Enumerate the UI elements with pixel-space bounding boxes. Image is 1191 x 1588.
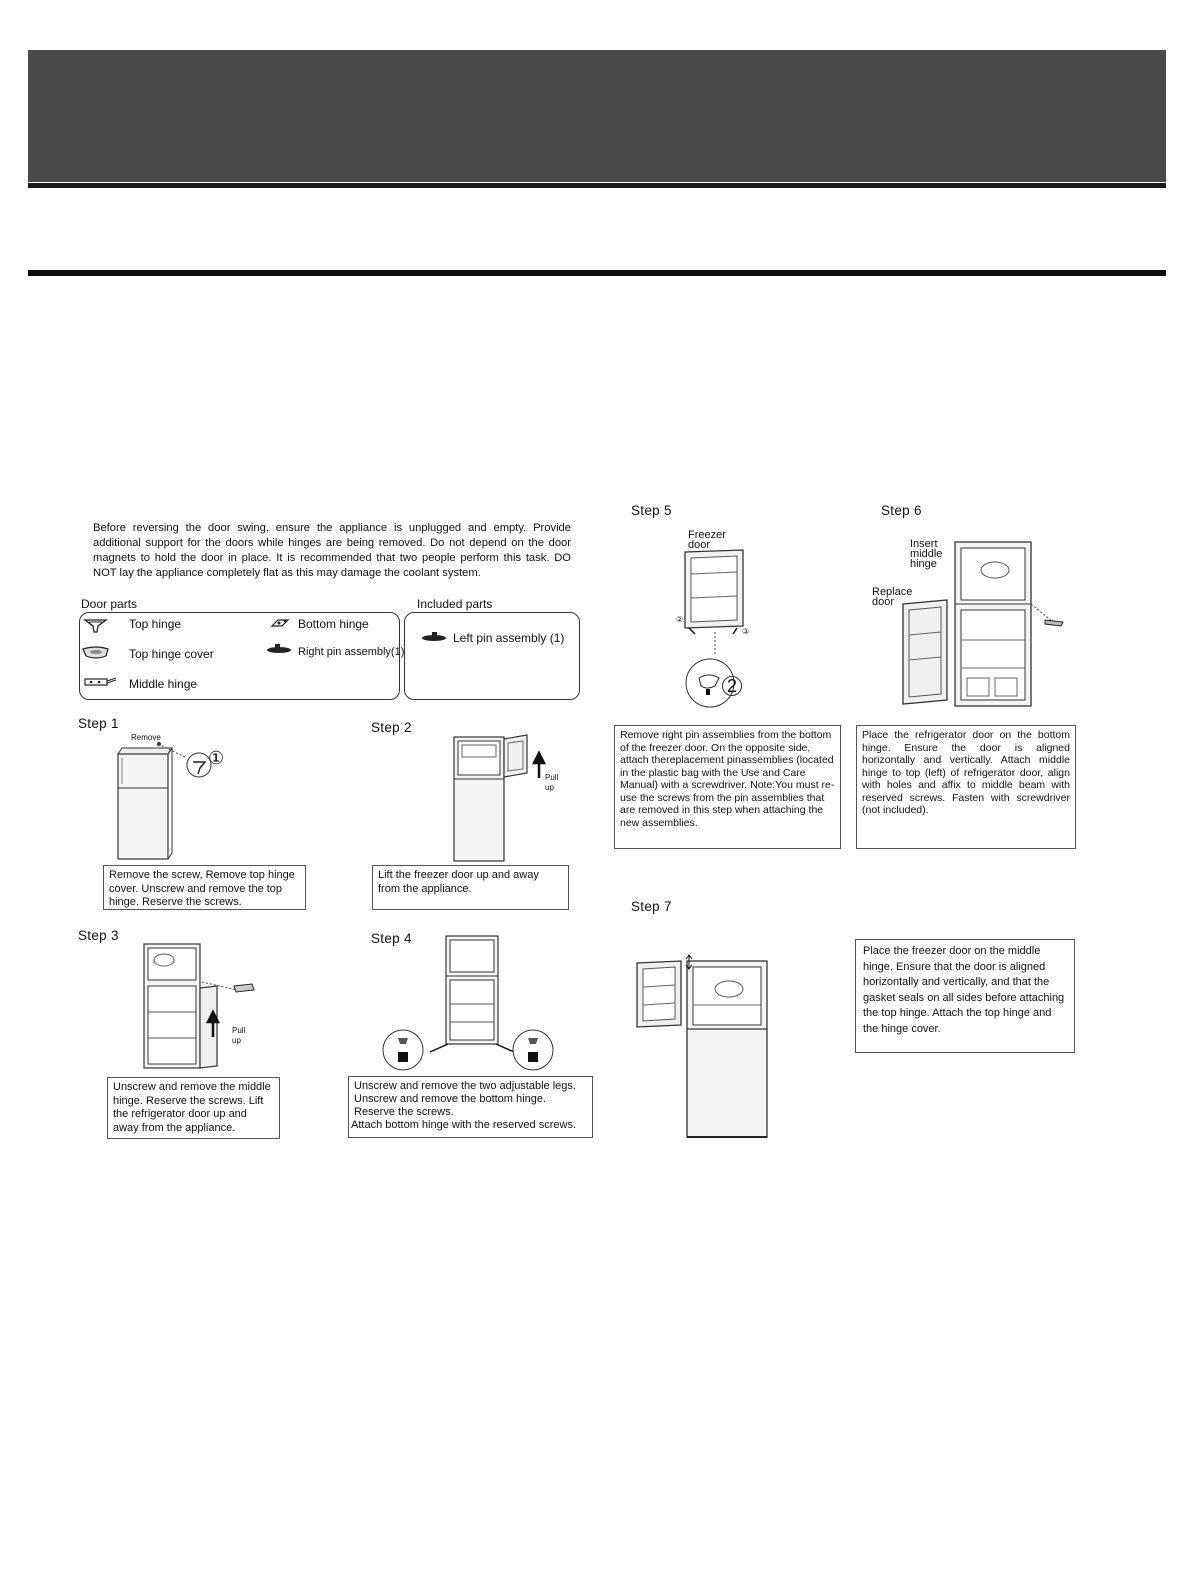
step-4-caption-line: Unscrew and remove the two adjustable le… <box>354 1080 576 1092</box>
part-right-pin-assembly: Right pin assembly(1) <box>298 646 405 658</box>
step-1-caption: Remove the screw, Remove top hinge cover… <box>103 865 306 910</box>
header-rule <box>28 183 1166 188</box>
bottom-hinge-icon <box>270 619 290 627</box>
right-pin-assembly-icon <box>267 644 291 653</box>
step-6-door-text: door <box>872 596 895 608</box>
step-5-label: Step 5 <box>631 503 672 518</box>
step-6-figure <box>902 541 1064 707</box>
step-5-marker-2: ② <box>676 615 684 624</box>
header-band <box>28 50 1166 182</box>
step-6-middle-text: middle <box>910 548 943 560</box>
part-left-pin-assembly: Left pin assembly (1) <box>453 631 565 645</box>
top-hinge-icon <box>83 619 108 633</box>
step-4-caption: Unscrew and remove the two adjustable le… <box>348 1076 593 1138</box>
step-2-caption: Lift the freezer door up and away from t… <box>372 865 569 910</box>
step-2-figure <box>453 734 547 862</box>
step-3-label: Step 3 <box>78 928 119 943</box>
step-5-caption: Remove right pin assemblies from the bot… <box>614 725 841 849</box>
step-2-up-text: up <box>545 783 554 792</box>
step-3-caption: Unscrew and remove the middle hinge. Res… <box>107 1077 280 1139</box>
step-6-hinge-text: hinge <box>910 558 937 570</box>
middle-hinge-icon <box>84 677 117 686</box>
step-7-label: Step 7 <box>631 899 672 914</box>
step-4-caption-line: Attach bottom hinge with the reserved sc… <box>351 1119 576 1131</box>
step-4-caption-line: Reserve the screws. <box>354 1106 454 1118</box>
step-5-figure <box>684 549 744 708</box>
step-1-figure <box>117 742 212 860</box>
included-parts-label: Included parts <box>417 597 493 611</box>
step-4-caption-line: Unscrew and remove the bottom hinge. <box>354 1093 546 1105</box>
left-pin-assembly-icon <box>422 632 446 641</box>
step-5-door-text: door <box>688 539 711 551</box>
section-rule <box>28 270 1166 276</box>
step-5-freezer-text: Freezer <box>688 529 726 541</box>
step-3-pull-text: Pull <box>232 1026 246 1035</box>
step-6-replace-text: Replace <box>872 586 913 598</box>
step-5-marker-3: ③ <box>742 627 750 636</box>
door-parts-box <box>79 612 400 700</box>
step-1-label: Step 1 <box>78 716 119 731</box>
step-6-insert-text: Insert <box>910 538 938 550</box>
step-1-remove-text: Remove <box>131 733 161 742</box>
top-hinge-cover-icon <box>82 646 109 659</box>
step-1-circled-number: ① <box>208 748 225 768</box>
step-3-figure <box>143 943 255 1069</box>
step-6-caption: Place the refrigerator door on the botto… <box>856 725 1076 849</box>
step-4-figure <box>382 935 554 1071</box>
part-top-hinge-cover: Top hinge cover <box>129 647 214 661</box>
step-2-label: Step 2 <box>371 720 412 735</box>
step-7-figure <box>636 954 768 1138</box>
door-parts-label: Door parts <box>81 597 138 611</box>
included-parts-box <box>404 612 580 700</box>
step-2-pull-text: Pull <box>545 773 559 782</box>
part-top-hinge: Top hinge <box>129 617 182 631</box>
part-bottom-hinge: Bottom hinge <box>298 617 369 631</box>
part-middle-hinge: Middle hinge <box>129 677 198 691</box>
step-4-label: Step 4 <box>371 931 412 946</box>
step-3-up-text: up <box>232 1036 241 1045</box>
step-7-caption: Place the freezer door on the middle hin… <box>855 939 1075 1053</box>
intro-paragraph: Before reversing the door swing, ensure … <box>93 522 571 579</box>
step-5-circled-number: 2 <box>722 676 742 696</box>
step-6-label: Step 6 <box>881 503 922 518</box>
